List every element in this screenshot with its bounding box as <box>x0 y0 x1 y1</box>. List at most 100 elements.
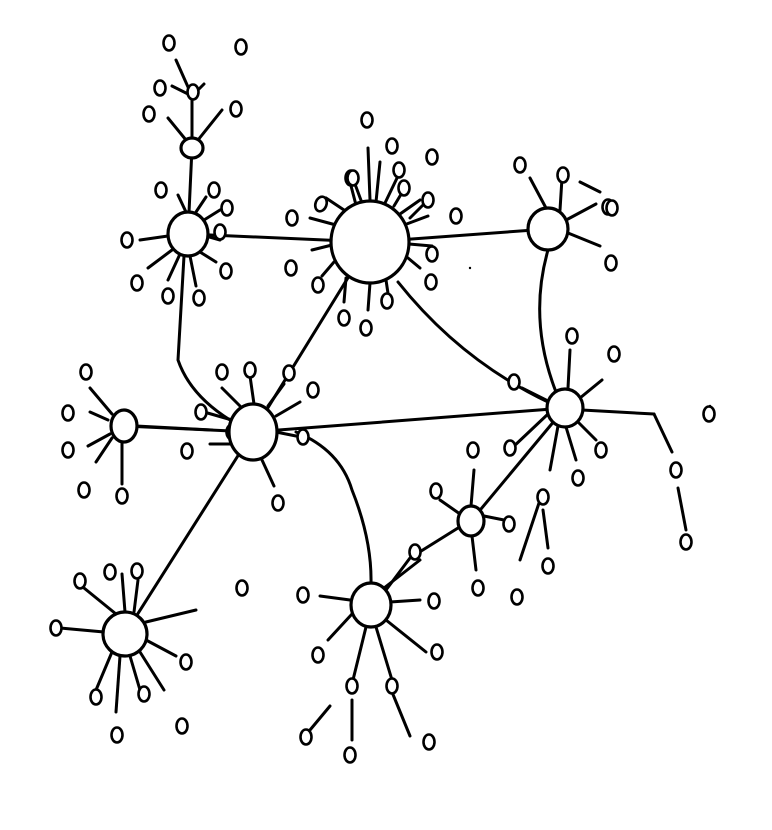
spoke-50 <box>576 420 598 442</box>
leaf-node-56 <box>679 533 693 551</box>
leaf-node-8 <box>359 319 373 337</box>
spoke-68 <box>144 608 198 624</box>
hub-middle-left <box>109 408 139 444</box>
spoke-77 <box>350 625 368 686</box>
leaf-node-16 <box>385 137 399 155</box>
spoke-34 <box>528 176 548 210</box>
leaf-node-10 <box>424 273 438 291</box>
spoke-75 <box>318 594 352 602</box>
spoke-7 <box>342 276 348 304</box>
leaf-node-31 <box>162 34 176 52</box>
leaf-node-7 <box>337 309 351 327</box>
leaf-node-33 <box>153 79 167 97</box>
leaf-node-65 <box>103 563 117 581</box>
spoke-48 <box>578 378 604 400</box>
leaf-node-14 <box>397 179 411 197</box>
leaf-node-9 <box>380 292 394 310</box>
leaf-node-6 <box>311 276 325 294</box>
spoke-54 <box>520 386 548 402</box>
leaf-node-42 <box>306 381 320 399</box>
spoke-5 <box>310 243 334 252</box>
spoke-24 <box>188 254 198 288</box>
spoke-88 <box>438 498 462 516</box>
leaf-node-49 <box>702 405 716 423</box>
edge-top-center-to-middle-right <box>396 280 550 404</box>
leaf-node-17 <box>346 169 360 187</box>
edge-upper-left-to-middle-center <box>176 254 232 422</box>
leaf-node-39 <box>243 361 257 379</box>
spoke-10 <box>406 256 422 270</box>
leaf-node-61 <box>77 481 91 499</box>
hub-lower-right-small <box>456 504 486 538</box>
leaf-node-45 <box>180 442 194 460</box>
leaf-node-19 <box>154 181 168 199</box>
leaf-node-58 <box>510 588 524 606</box>
spoke-6 <box>320 260 336 278</box>
leaf-node-62 <box>115 487 129 505</box>
leaf-node-81 <box>408 543 422 561</box>
hub-lower-center <box>349 581 393 629</box>
spoke-52 <box>548 424 560 472</box>
spoke-79 <box>384 618 428 654</box>
spoke-47 <box>566 348 572 390</box>
spoke-82 <box>390 690 412 738</box>
leaf-node-18 <box>425 148 439 166</box>
spoke-57 <box>541 508 550 550</box>
leaf-node-47 <box>565 327 579 345</box>
leaf-node-60 <box>61 441 75 459</box>
spoke-42 <box>274 400 302 418</box>
leaf-node-79 <box>430 643 444 661</box>
spoke-15 <box>383 174 400 205</box>
spoke-25 <box>166 252 182 282</box>
leaf-node-25 <box>161 287 175 305</box>
spoke-43 <box>274 430 298 438</box>
ink-speck-1 <box>468 266 472 270</box>
ink-speck-2 <box>708 404 712 408</box>
spoke-13 <box>398 198 422 216</box>
leaf-node-12 <box>449 207 463 225</box>
spoke-64 <box>134 424 214 432</box>
leaf-node-63 <box>79 363 93 381</box>
leaf-node-77 <box>345 677 359 695</box>
spoke-30 <box>196 108 224 142</box>
leaf-node-54 <box>507 373 521 391</box>
edge-middle-right-to-lower-right-small <box>469 406 567 523</box>
spoke-21 <box>202 208 222 222</box>
edge-upper-right-to-middle-right <box>538 248 558 394</box>
leaf-node-75 <box>296 586 310 604</box>
edge-middle-center-to-middle-right <box>251 406 567 434</box>
leaf-node-70 <box>175 717 189 735</box>
leaf-node-84 <box>299 728 313 746</box>
spoke-4 <box>308 216 338 227</box>
spoke-80 <box>388 598 422 604</box>
leaf-node-88 <box>429 482 443 500</box>
hub-upper-left <box>166 210 210 258</box>
leaf-node-32 <box>234 38 248 56</box>
leaf-node-15 <box>392 161 406 179</box>
spoke-70 <box>138 650 166 692</box>
spoke-36 <box>566 202 598 221</box>
leaf-node-13 <box>421 191 435 209</box>
leaf-node-72 <box>110 726 124 744</box>
spoke-44 <box>260 458 276 488</box>
leaf-node-48 <box>607 345 621 363</box>
spoke-85 <box>469 468 476 508</box>
leaf-node-43 <box>296 428 310 446</box>
leaf-node-59 <box>61 404 75 422</box>
leaf-node-1 <box>360 111 374 129</box>
leaf-node-86 <box>502 515 516 533</box>
spoke-58 <box>518 498 542 562</box>
leaf-node-28 <box>186 83 200 101</box>
leaf-node-52 <box>536 488 550 506</box>
spoke-72 <box>114 654 122 714</box>
spoke-87 <box>470 534 478 572</box>
leaf-node-78 <box>385 677 399 695</box>
spoke-53 <box>510 412 550 450</box>
spoke-84 <box>308 704 332 732</box>
spoke-39 <box>248 374 256 406</box>
spoke-26 <box>146 248 174 270</box>
spoke-27 <box>138 234 170 242</box>
spoke-81 <box>382 558 422 590</box>
leaf-node-4 <box>285 209 299 227</box>
leaf-node-34 <box>513 156 527 174</box>
